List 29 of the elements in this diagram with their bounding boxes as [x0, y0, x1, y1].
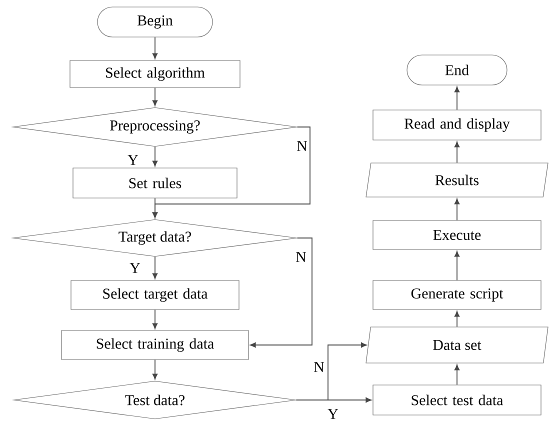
- edge-label: Y: [128, 262, 142, 274]
- process-box: Read and display: [372, 110, 542, 140]
- arrow: [454, 86, 460, 110]
- arrow: [454, 311, 460, 328]
- arrow: [454, 142, 460, 164]
- data-parallelogram: Data set: [366, 326, 548, 364]
- arrow: [250, 238, 312, 348]
- arrow: [152, 198, 158, 218]
- process-box: Select algorithm: [70, 60, 240, 88]
- arrow: [152, 256, 158, 280]
- arrow: [152, 146, 158, 167]
- process-box: Generate script: [372, 280, 542, 310]
- process-box: Select test data: [372, 384, 542, 416]
- process-box: Select training data: [61, 330, 249, 360]
- arrow: [152, 87, 158, 106]
- edge-label: Y: [326, 408, 340, 420]
- arrow: [152, 359, 158, 380]
- process-box: Set rules: [72, 168, 238, 198]
- arrow: [152, 309, 158, 330]
- process-box: Execute: [372, 220, 542, 250]
- data-parallelogram: Results: [366, 162, 548, 198]
- arrow: [454, 251, 460, 281]
- process-box: Select target data: [70, 280, 240, 310]
- arrow: [152, 36, 158, 60]
- arrow: [454, 364, 460, 386]
- edge-label: Y: [126, 154, 140, 166]
- arrow: [296, 342, 367, 400]
- edge-label: N: [312, 361, 326, 373]
- arrow: [454, 198, 460, 221]
